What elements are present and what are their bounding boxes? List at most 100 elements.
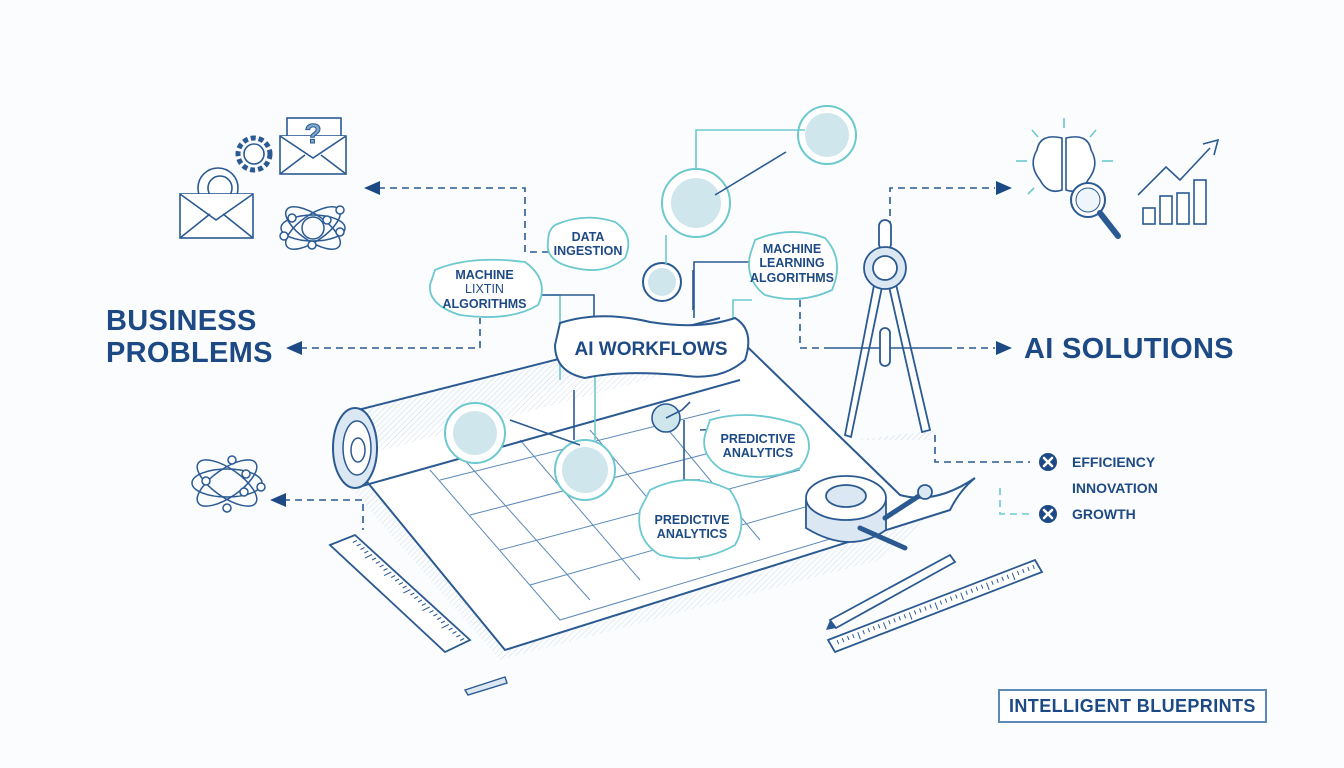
ruler-tick — [383, 568, 388, 571]
outcome-efficiency: EFFICIENCY — [1072, 454, 1156, 470]
arrow-right-icon — [996, 181, 1012, 195]
ruler-tick — [1001, 576, 1004, 582]
dashed-connectors — [283, 187, 1030, 530]
ruler-tick — [421, 603, 427, 606]
machine-algorithms-label: MACHINE LIXTIN ALGORITHMS — [432, 268, 537, 311]
outcome-growth: GROWTH — [1072, 506, 1136, 522]
label-line: ANALYTICS — [656, 527, 728, 542]
ruler-tick — [857, 631, 861, 640]
ruler-tick — [394, 578, 400, 582]
ruler-tick — [955, 594, 958, 599]
eraser-icon — [463, 676, 508, 696]
arrow-left-icon — [364, 181, 380, 195]
label-line: MACHINE — [455, 268, 514, 282]
gear-icon — [235, 135, 273, 173]
ruler-tick — [883, 622, 887, 630]
ruler-tick — [924, 606, 927, 611]
ai-workflows-cloud — [553, 315, 750, 380]
drafting-compass-icon — [830, 219, 945, 440]
x-badge-icon — [1039, 453, 1057, 471]
ruler-tick — [991, 580, 994, 585]
ruler-tick — [929, 604, 932, 609]
label-line: ANALYTICS — [722, 446, 794, 461]
ruler-tick — [893, 618, 896, 623]
ruler-tick — [934, 602, 939, 610]
svg-text:?: ? — [304, 118, 321, 149]
envelope-gear-icon — [179, 167, 254, 239]
ruler-tick — [919, 608, 922, 613]
label-line: DATA — [571, 230, 605, 244]
ruler-tick — [903, 614, 907, 619]
ruler-tick — [1006, 574, 1010, 580]
ruler-tick — [1022, 568, 1025, 574]
ruler-tick — [975, 586, 979, 591]
ruler-tick — [965, 590, 968, 595]
ruler-tick — [1027, 566, 1030, 572]
ruler-tick — [888, 620, 891, 625]
ruler-tick — [360, 547, 365, 550]
ruler-tick — [846, 635, 850, 641]
ruler-tick — [939, 600, 943, 605]
predictive-analytics-upper-label: PREDICTIVE ANALYTICS — [708, 432, 808, 461]
ruler-tick — [375, 561, 381, 564]
ruler-tick — [417, 599, 423, 603]
ai-workflows-label: AI WORKFLOWS — [574, 339, 728, 360]
ruler-tick — [862, 629, 865, 635]
business-problems-title: BUSINESS PROBLEMS — [106, 305, 273, 370]
ruler-tick — [410, 592, 415, 596]
ruler-tick — [429, 610, 434, 613]
ruler-tick — [433, 613, 438, 617]
ruler-tick — [390, 575, 396, 578]
arrow-right-icon — [996, 341, 1012, 355]
ruler-tick — [1011, 572, 1016, 581]
ruler-tick — [980, 584, 984, 589]
ruler-tick — [1032, 564, 1035, 570]
outcome-innovation: INNOVATION — [1072, 480, 1158, 496]
label-line: PREDICTIVE — [654, 513, 730, 527]
label-line: LEARNING — [759, 256, 825, 271]
ruler-tick — [379, 564, 384, 568]
ruler-tick — [867, 627, 871, 633]
label-line: INGESTION — [553, 244, 623, 259]
node-circles — [444, 105, 857, 501]
ruler-tick — [402, 585, 407, 589]
envelope-question-icon: ? — [279, 117, 347, 175]
ruler-tick — [970, 588, 974, 593]
ruler-tick — [352, 540, 358, 543]
label-line: ALGORITHMS — [442, 296, 527, 311]
network-atom-icon — [191, 455, 266, 513]
ruler-tick — [441, 624, 450, 629]
intelligent-blueprints-badge: INTELLIGENT BLUEPRINTS — [998, 689, 1267, 723]
ruler-tick — [908, 612, 913, 620]
ruler-tick — [841, 637, 845, 643]
label-line: MACHINE — [762, 242, 822, 256]
ruler-tick — [403, 589, 411, 594]
ruler-tick — [898, 616, 901, 621]
ruler-tick — [459, 638, 465, 641]
ruler-tick — [356, 543, 361, 547]
ruler-tick — [877, 624, 881, 629]
ruler-tick — [913, 610, 917, 615]
ruler-icon — [328, 533, 1044, 654]
network-atom-icon — [279, 205, 346, 250]
ruler-tick — [456, 634, 461, 638]
ruler-tick — [996, 578, 999, 583]
ruler-tick — [422, 606, 430, 612]
label-bubbles — [429, 216, 839, 560]
ruler-tick — [986, 582, 990, 591]
ruler-tick — [960, 592, 964, 601]
ruler-tick — [364, 554, 373, 559]
ruler-tick — [836, 639, 840, 645]
ruler-tick — [383, 571, 392, 577]
ruler-tick — [949, 596, 953, 601]
arrow-left-icon — [286, 341, 302, 355]
label-line: ALGORITHMS — [749, 270, 835, 285]
x-badge-icon — [1039, 505, 1057, 523]
ruler-tick — [1016, 570, 1020, 576]
ruler-tick — [364, 550, 369, 554]
ruler-tick — [872, 626, 876, 631]
ruler-tick — [398, 582, 404, 585]
tape-measure-icon — [805, 475, 933, 551]
title-line: BUSINESS — [106, 305, 257, 337]
